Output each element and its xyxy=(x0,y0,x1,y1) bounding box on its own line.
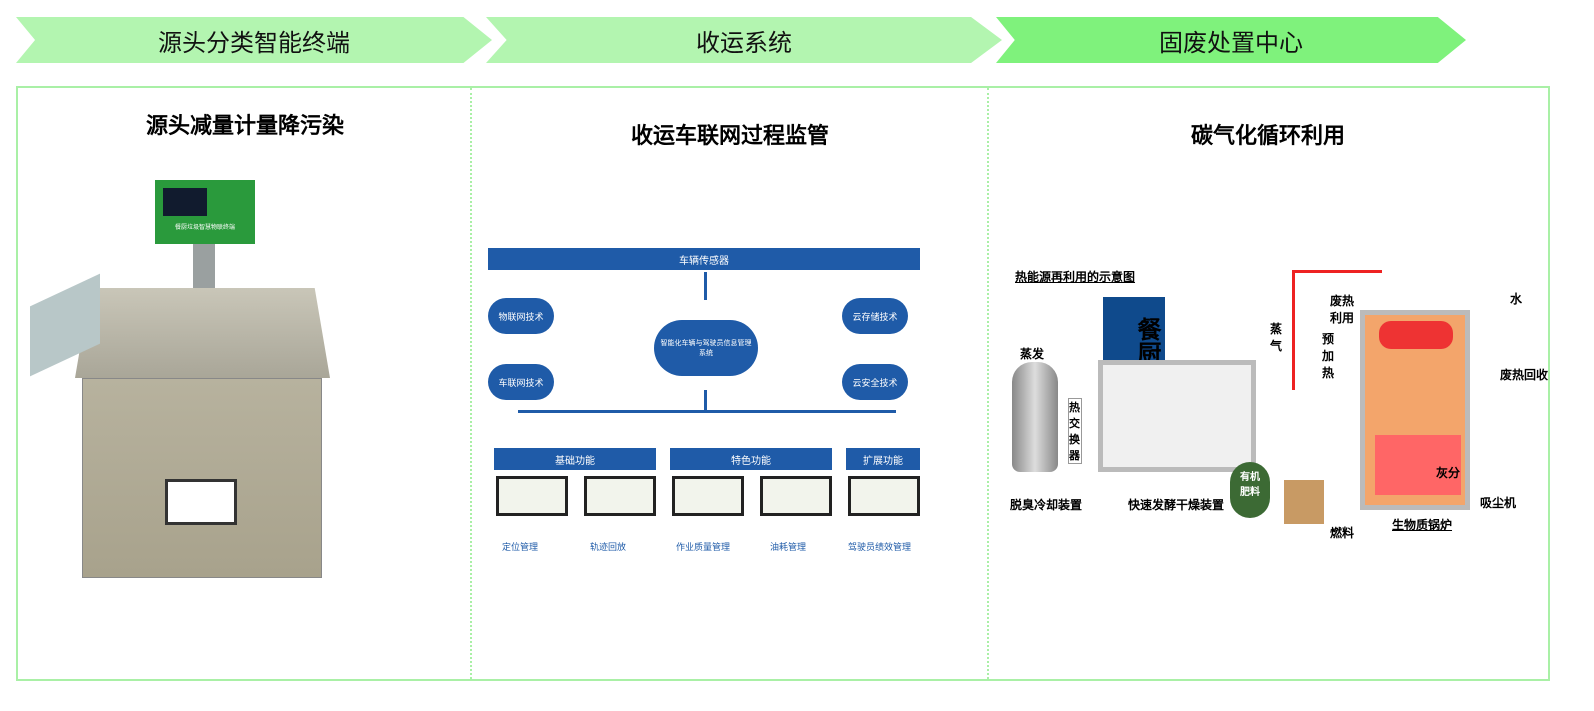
bin-lid xyxy=(75,288,330,378)
cloud-iov: 车联网技术 xyxy=(488,364,554,400)
steam-pipe xyxy=(1292,270,1295,390)
stage-label: 固废处置中心 xyxy=(1159,28,1303,57)
cloud-iot: 物联网技术 xyxy=(488,298,554,334)
function-driver: 驾驶员绩效管理 xyxy=(848,543,912,553)
label-heat-exchanger: 热交换器 xyxy=(1068,398,1082,464)
monitor xyxy=(584,476,656,516)
monitor xyxy=(496,476,568,516)
panel-title: 源头减量计量降污染 xyxy=(145,114,344,139)
function-fuel: 油耗管理 xyxy=(770,543,807,553)
terminal-panel: 餐厨垃圾智慧物联终端 xyxy=(155,180,255,244)
group-extended: 扩展功能 xyxy=(846,448,920,470)
diagram-title: 热能源再利用的示意图 xyxy=(1015,270,1136,284)
stage-label: 收运系统 xyxy=(696,28,792,57)
steam-pipe xyxy=(1292,270,1382,273)
deodor-tank xyxy=(1012,362,1058,472)
terminal-screen xyxy=(163,188,207,216)
label-dryer: 快速发酵干燥装置 xyxy=(1128,498,1225,512)
function-quality: 作业质量管理 xyxy=(676,543,731,553)
label-heat-recovery: 废热回收 xyxy=(1500,368,1549,382)
label-boiler: 生物质锅炉 xyxy=(1392,518,1453,532)
panel-title: 碳气化循环利用 xyxy=(1190,124,1345,149)
function-location: 定位管理 xyxy=(502,543,539,553)
label-waste-heat-use: 废热利用 xyxy=(1330,294,1355,325)
management-system-cloud: 智能化车辆与驾驶员信息管理系统 xyxy=(654,320,758,376)
connector xyxy=(704,390,707,412)
label-dust: 吸尘机 xyxy=(1480,496,1517,510)
label-steam: 蒸气 xyxy=(1270,322,1283,353)
divider xyxy=(987,88,989,679)
terminal-pole xyxy=(193,244,215,294)
arrow-down xyxy=(704,272,707,300)
stage-label: 源头分类智能终端 xyxy=(158,28,350,57)
cloud-storage: 云存储技术 xyxy=(842,298,908,334)
fertilizer-bush xyxy=(1230,462,1270,518)
furnace xyxy=(1375,435,1461,495)
boiler xyxy=(1360,310,1470,510)
label-fuel: 燃料 xyxy=(1330,526,1355,540)
dryer-unit xyxy=(1098,360,1256,472)
label-evaporate: 蒸发 xyxy=(1020,347,1045,361)
bin-opening xyxy=(165,479,237,525)
label-water: 水 xyxy=(1510,292,1523,306)
stage-collection: 收运系统 xyxy=(486,17,1002,63)
connector xyxy=(518,410,896,413)
function-track: 轨迹回放 xyxy=(590,543,627,553)
label-preheat: 预加热 xyxy=(1322,332,1335,380)
panel-title: 收运车联网过程监管 xyxy=(630,124,829,149)
group-basic: 基础功能 xyxy=(494,448,656,470)
monitor xyxy=(760,476,832,516)
vehicle-sensor-bar: 车辆传感器 xyxy=(488,248,920,270)
fuel-pellets xyxy=(1284,480,1324,524)
content-frame xyxy=(16,86,1550,681)
stage-source-terminal: 源头分类智能终端 xyxy=(16,17,492,63)
label-fertilizer: 有机肥料 xyxy=(1240,472,1260,498)
cloud-security: 云安全技术 xyxy=(842,364,908,400)
monitor xyxy=(848,476,920,516)
monitor xyxy=(672,476,744,516)
boiler-drum xyxy=(1379,321,1453,349)
label-deodor: 脱臭冷却装置 xyxy=(1010,498,1083,512)
divider xyxy=(470,88,472,679)
group-featured: 特色功能 xyxy=(670,448,832,470)
stage-disposal: 固废处置中心 xyxy=(996,17,1466,63)
label-ash: 灰分 xyxy=(1436,466,1461,480)
terminal-label: 餐厨垃圾智慧物联终端 xyxy=(174,224,235,231)
bin-body xyxy=(82,378,322,578)
